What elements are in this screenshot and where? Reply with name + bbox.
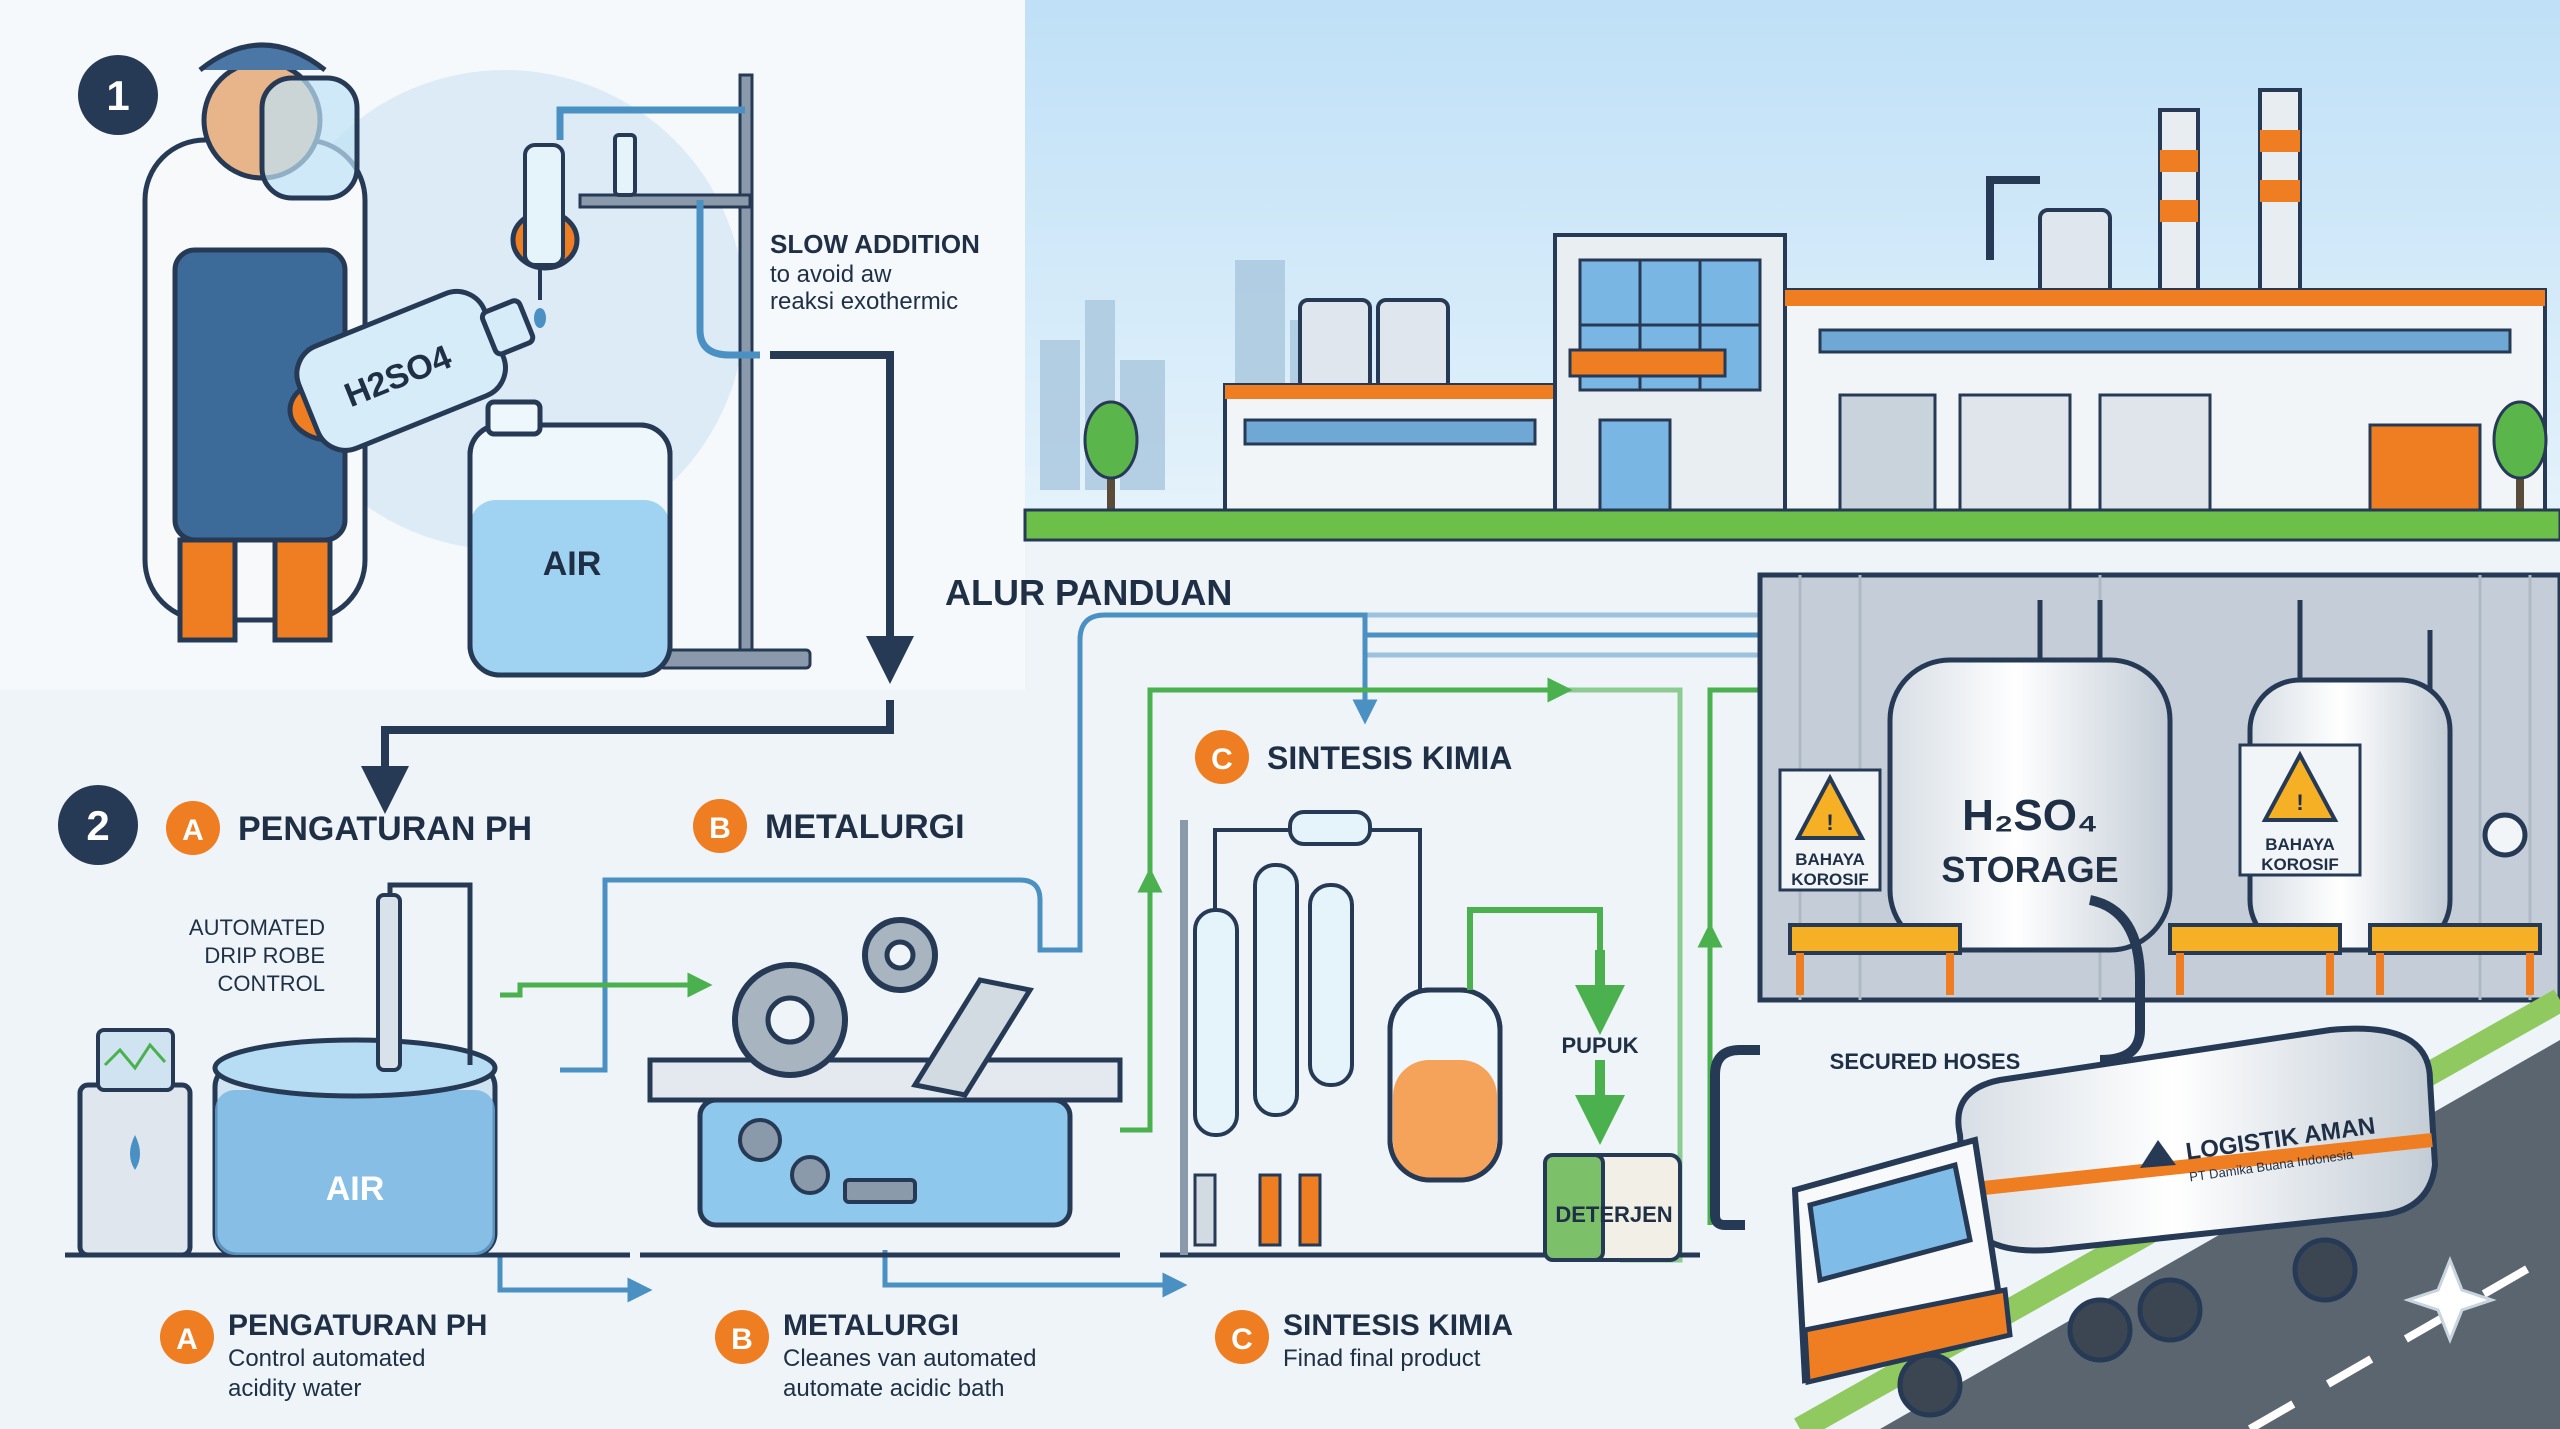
road-and-truck — [1791, 989, 2560, 1429]
stage-a-title: PENGATURAN PH — [238, 810, 532, 848]
probe-label-line1: AUTOMATED — [189, 915, 325, 940]
stage-c-title: SINTESIS KIMIA — [1267, 740, 1512, 776]
stage-b-letter: B — [709, 812, 731, 845]
building-left — [1223, 383, 1557, 517]
truck-wheels — [1897, 1237, 2358, 1418]
warning-left-line2: KOROSIF — [1791, 870, 1868, 889]
valve-wheel-icon — [2482, 812, 2528, 858]
metal-plate — [910, 977, 1035, 1098]
legend-a-title: PENGATURAN PH — [228, 1309, 487, 1342]
step2-badge — [58, 785, 138, 865]
secured-hose — [2088, 895, 2145, 1065]
building-warehouse — [1783, 288, 2547, 517]
legend-b-line2: automate acidic bath — [783, 1375, 1004, 1402]
legend: A PENGATURAN PH Control automated acidit… — [160, 1309, 1513, 1402]
legend-a-letter: A — [176, 1323, 198, 1356]
barriers — [1788, 923, 2542, 995]
distillation-column — [1193, 908, 1239, 1137]
stage-b-badge — [693, 799, 747, 853]
detergent-bag-icon — [1543, 1153, 1682, 1262]
acid-bath — [697, 1097, 1073, 1228]
jerrycan-label: AIR — [543, 545, 602, 583]
water-drop-icon — [130, 1135, 140, 1170]
warning-icon: ! — [1826, 810, 1833, 835]
legend-c-title: SINTESIS KIMIA — [1283, 1309, 1513, 1342]
warning-right-line2: KOROSIF — [2261, 855, 2338, 874]
dropping-funnel — [523, 143, 565, 267]
storage-area: ! ! — [1710, 572, 2560, 1230]
step1-illustration: H2SO4 AIR — [142, 42, 812, 678]
legend-c-letter: C — [1231, 1323, 1253, 1356]
stage-c-badge — [1195, 730, 1249, 784]
probe-label-line2: DRIP ROBE — [204, 943, 325, 968]
warning-sign-left: ! — [1778, 768, 1882, 892]
building-office — [1553, 233, 1787, 517]
stage-a-badge — [166, 801, 220, 855]
trees — [1083, 400, 2548, 515]
stage-b-equipment — [640, 917, 1123, 1258]
ph-tank-label: AIR — [326, 1170, 385, 1208]
probe-label-line3: CONTROL — [217, 971, 325, 996]
flow-title: ALUR PANDUAN — [945, 572, 1232, 613]
tanker-body — [1955, 1025, 2439, 1254]
factory-scene — [1023, 0, 2560, 542]
stage-b-title: METALURGI — [765, 808, 965, 846]
drip-probe — [376, 893, 402, 1072]
slow-addition-line2: reaksi exothermic — [770, 288, 958, 315]
slow-addition-title: SLOW ADDITION — [770, 229, 980, 259]
condenser-1 — [1253, 863, 1299, 1117]
legend-b-letter: B — [731, 1323, 753, 1356]
gear-small-icon — [862, 917, 938, 993]
warning-icon-right: ! — [2296, 790, 2303, 815]
warning-sign-right: ! — [2238, 743, 2362, 877]
warning-left-line1: BAHAYA — [1795, 850, 1865, 869]
step2-badge-number: 2 — [86, 802, 109, 849]
storage-title: H₂SO₄ — [1962, 791, 2098, 840]
face-shield — [259, 75, 360, 201]
slow-addition-line1: to avoid aw — [770, 261, 892, 288]
monitor-screen — [96, 1028, 175, 1092]
sparkle-icon — [2403, 1255, 2497, 1345]
legend-b-badge — [715, 1310, 769, 1364]
stage-c-letter: C — [1211, 743, 1233, 776]
storage-tank-main — [1887, 657, 2173, 953]
gear-icon — [732, 962, 848, 1078]
truck-logo-icon — [2140, 1140, 2176, 1168]
water-jerrycan: AIR — [467, 399, 673, 678]
grass-strip — [1023, 508, 2560, 542]
arrow-step1-down — [770, 351, 914, 684]
stage-c-equipment — [1160, 810, 1700, 1262]
acid-bottle: H2SO4 — [294, 288, 536, 453]
arrow-to-step2 — [361, 700, 894, 814]
warning-right-line1: BAHAYA — [2265, 835, 2335, 854]
secured-hoses-label: SECURED HOSES — [1830, 1049, 2021, 1074]
legend-c-line1: Finad final product — [1283, 1345, 1481, 1372]
legend-a-line1: Control automated — [228, 1345, 425, 1372]
step1-badge — [78, 55, 158, 135]
output-deterjen: DETERJEN — [1555, 1202, 1672, 1227]
step1-badge-number: 1 — [106, 72, 129, 119]
stage-a-letter: A — [182, 814, 204, 847]
condenser-2 — [1308, 883, 1354, 1087]
stage-a-equipment: AIR — [65, 882, 630, 1258]
storage-subtitle: STORAGE — [1941, 849, 2118, 890]
legend-a-line2: acidity water — [228, 1375, 361, 1402]
truck-windshield — [1807, 1161, 1973, 1284]
lab-stand — [523, 73, 812, 670]
legend-b-title: METALURGI — [783, 1309, 959, 1342]
legend-b-line1: Cleanes van automated — [783, 1345, 1037, 1372]
legend-a-badge — [160, 1310, 214, 1364]
legend-c-badge — [1215, 1310, 1269, 1364]
output-pupuk: PUPUK — [1561, 1033, 1638, 1058]
acid-drop — [534, 308, 546, 328]
